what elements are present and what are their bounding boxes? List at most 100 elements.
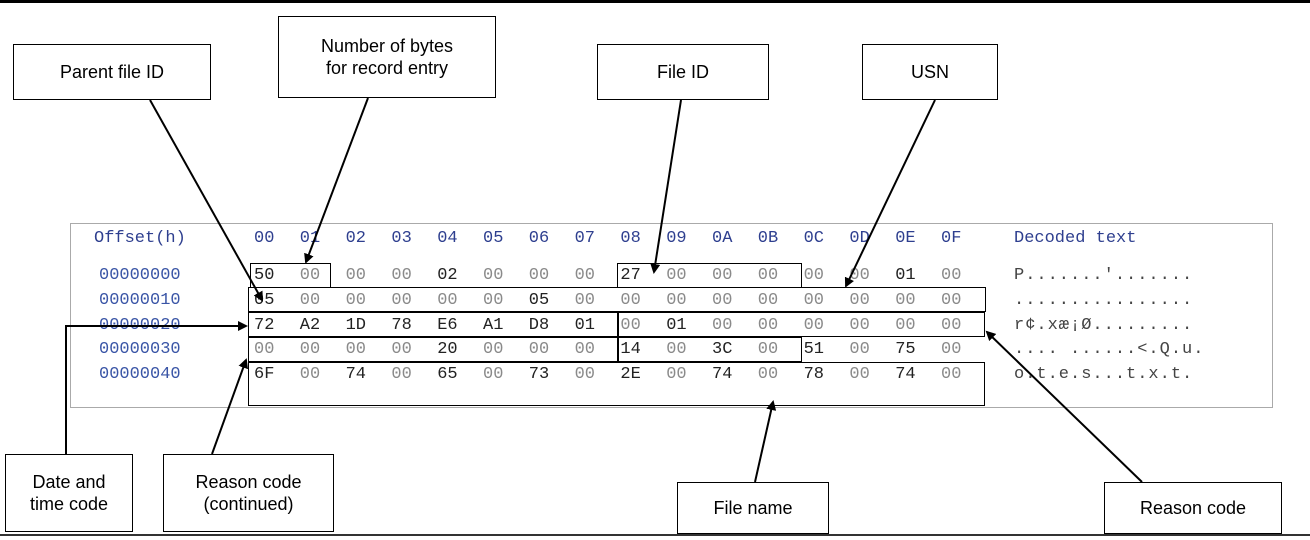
row-offset: 00000040 xyxy=(99,365,181,385)
hex-byte: 00 xyxy=(620,290,641,310)
hex-byte: 78 xyxy=(391,315,412,335)
arrow-file-id xyxy=(650,99,682,274)
hex-byte: 00 xyxy=(803,290,824,310)
hex-byte: 3C xyxy=(712,340,733,360)
top-edge xyxy=(0,0,1310,14)
hex-byte: 1D xyxy=(345,315,366,335)
hex-byte: A2 xyxy=(299,315,321,335)
hex-byte: 6F xyxy=(254,365,275,385)
column-header: 06 xyxy=(528,229,550,248)
hex-byte: D8 xyxy=(528,315,550,335)
hex-byte: 72 xyxy=(254,315,275,335)
hex-byte: 00 xyxy=(757,266,779,285)
column-header: 05 xyxy=(483,229,504,248)
hex-byte: 00 xyxy=(803,315,824,335)
hex-byte: E6 xyxy=(437,315,458,335)
hex-byte: 00 xyxy=(803,266,824,285)
date-time-code-label: Date and time code xyxy=(5,454,133,532)
hex-byte: 00 xyxy=(345,340,366,360)
hex-byte: 00 xyxy=(483,340,504,360)
highlight-record-length xyxy=(250,263,331,288)
hex-byte: 00 xyxy=(712,290,733,310)
column-header: 03 xyxy=(391,229,412,248)
column-header: 0C xyxy=(803,229,824,248)
highlight-file-name xyxy=(248,362,985,406)
hex-byte: 00 xyxy=(941,365,962,385)
hex-byte: 00 xyxy=(666,365,687,385)
highlight-timestamp xyxy=(248,312,619,337)
column-header: 0A xyxy=(712,229,733,248)
hex-byte: 00 xyxy=(757,365,779,385)
hex-byte: 05 xyxy=(528,290,550,310)
column-header: 07 xyxy=(574,229,595,248)
hex-byte: 00 xyxy=(437,290,458,310)
hex-byte: 00 xyxy=(941,290,962,310)
hex-byte: 00 xyxy=(345,266,366,285)
hex-byte: 00 xyxy=(849,340,870,360)
hex-byte: 00 xyxy=(483,365,504,385)
hex-byte: 00 xyxy=(941,315,962,335)
column-header: 09 xyxy=(666,229,687,248)
hex-byte: 00 xyxy=(528,340,550,360)
decoded-header: Decoded text xyxy=(1014,229,1137,248)
offset-header: Offset(h) xyxy=(94,229,186,248)
highlight-reason-continued xyxy=(248,337,619,362)
highlight-usn-reason xyxy=(617,312,985,337)
arrow-reason-code xyxy=(985,330,1143,483)
hex-byte: 00 xyxy=(895,315,916,335)
column-header: 0E xyxy=(895,229,916,248)
column-header: 01 xyxy=(299,229,321,248)
hex-byte: 00 xyxy=(528,266,550,285)
hex-byte: 74 xyxy=(895,365,916,385)
hex-byte: 00 xyxy=(620,315,641,335)
hex-byte: 50 xyxy=(254,266,275,285)
highlight-file-id xyxy=(617,263,802,288)
hex-byte: 00 xyxy=(574,290,595,310)
file-name-label: File name xyxy=(677,482,829,534)
hex-byte: 00 xyxy=(391,266,412,285)
hex-byte: 01 xyxy=(574,315,595,335)
column-header: 0B xyxy=(757,229,779,248)
hex-byte: 74 xyxy=(345,365,366,385)
hex-byte: 14 xyxy=(620,340,641,360)
hex-byte: 78 xyxy=(803,365,824,385)
hex-byte: 00 xyxy=(895,290,916,310)
hex-view-panel xyxy=(70,223,1273,408)
hex-byte: 00 xyxy=(849,365,870,385)
hex-byte: 00 xyxy=(574,266,595,285)
hex-byte: 00 xyxy=(391,365,412,385)
hex-byte: 00 xyxy=(849,315,870,335)
hex-byte: 00 xyxy=(483,266,504,285)
decoded-row: ................ xyxy=(1014,290,1194,310)
highlight-name-offset xyxy=(617,337,802,362)
hex-byte: 27 xyxy=(620,266,641,285)
hex-byte: 02 xyxy=(437,266,458,285)
hex-byte: 00 xyxy=(849,266,870,285)
parent-file-id-label: Parent file ID xyxy=(13,44,211,100)
hex-byte: 00 xyxy=(574,365,595,385)
hex-byte: 00 xyxy=(299,266,321,285)
hex-byte: 00 xyxy=(345,290,366,310)
hex-byte: 01 xyxy=(666,315,687,335)
hex-byte: 00 xyxy=(712,266,733,285)
arrow-date-time-code xyxy=(65,321,248,454)
hex-byte: 00 xyxy=(757,315,779,335)
arrow-parent-file-id xyxy=(149,99,263,302)
hex-byte: 65 xyxy=(437,365,458,385)
decoded-row: P.......'....... xyxy=(1014,266,1194,285)
hex-byte: 2E xyxy=(620,365,641,385)
hex-byte: 00 xyxy=(254,340,275,360)
hex-byte: 75 xyxy=(895,340,916,360)
hex-byte: 00 xyxy=(666,340,687,360)
hex-byte: 00 xyxy=(757,290,779,310)
hex-byte: 00 xyxy=(299,290,321,310)
hex-byte: 00 xyxy=(666,266,687,285)
column-header: 00 xyxy=(254,229,275,248)
number-of-bytes-label: Number of bytes for record entry xyxy=(278,16,496,98)
decoded-row: r¢.xæ¡Ø......... xyxy=(1014,315,1194,335)
arrow-number-of-bytes xyxy=(304,97,369,264)
hex-byte: 73 xyxy=(528,365,550,385)
hex-byte: 51 xyxy=(803,340,824,360)
hex-byte: A1 xyxy=(483,315,504,335)
